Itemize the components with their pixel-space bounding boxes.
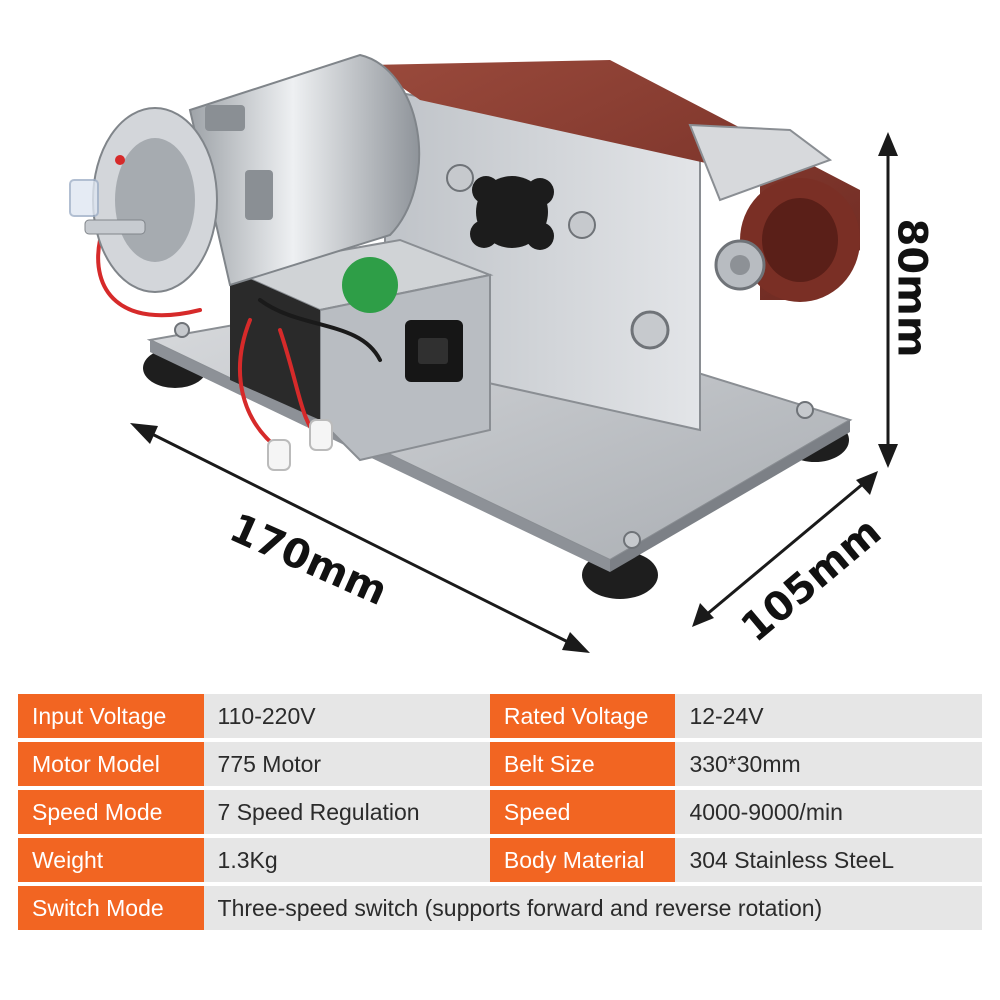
dimension-arrows	[130, 132, 898, 653]
spec-value: 1.3Kg	[203, 838, 490, 882]
spec-value: Three-speed switch (supports forward and…	[203, 886, 982, 930]
spec-value: 12-24V	[675, 694, 982, 738]
spec-key: Speed Mode	[18, 790, 204, 834]
table-row: Speed Mode 7 Speed Regulation Speed 4000…	[18, 790, 982, 834]
spec-key: Motor Model	[18, 742, 204, 786]
table-row: Weight 1.3Kg Body Material 304 Stainless…	[18, 838, 982, 882]
green-label-sticker	[342, 257, 398, 313]
table-row: Motor Model 775 Motor Belt Size 330*30mm	[18, 742, 982, 786]
spec-value: 330*30mm	[675, 742, 982, 786]
bolts	[174, 164, 814, 549]
spec-key: Belt Size	[489, 742, 676, 786]
spec-key: Input Voltage	[18, 694, 204, 738]
spec-key: Body Material	[489, 838, 676, 882]
table-row: Input Voltage 110-220V Rated Voltage 12-…	[18, 694, 982, 738]
spec-key: Weight	[18, 838, 204, 882]
spec-value: 4000-9000/min	[675, 790, 982, 834]
spec-key: Speed	[489, 790, 676, 834]
table-row: Switch Mode Three-speed switch (supports…	[18, 886, 982, 930]
spec-value: 775 Motor	[203, 742, 490, 786]
motor	[69, 53, 421, 293]
spec-table: Input Voltage 110-220V Rated Voltage 12-…	[18, 690, 982, 934]
height-dimension-label: 80mm	[888, 218, 935, 358]
spec-value: 304 Stainless SteeL	[675, 838, 982, 882]
belt-sander-illustration	[69, 53, 898, 653]
spec-value: 7 Speed Regulation	[203, 790, 490, 834]
spec-value: 110-220V	[203, 694, 490, 738]
switch-housing	[226, 238, 494, 462]
wires	[96, 238, 382, 471]
tension-knob	[470, 176, 554, 250]
belt-guard	[688, 123, 833, 202]
spec-key: Rated Voltage	[489, 694, 676, 738]
spec-key: Switch Mode	[18, 886, 204, 930]
